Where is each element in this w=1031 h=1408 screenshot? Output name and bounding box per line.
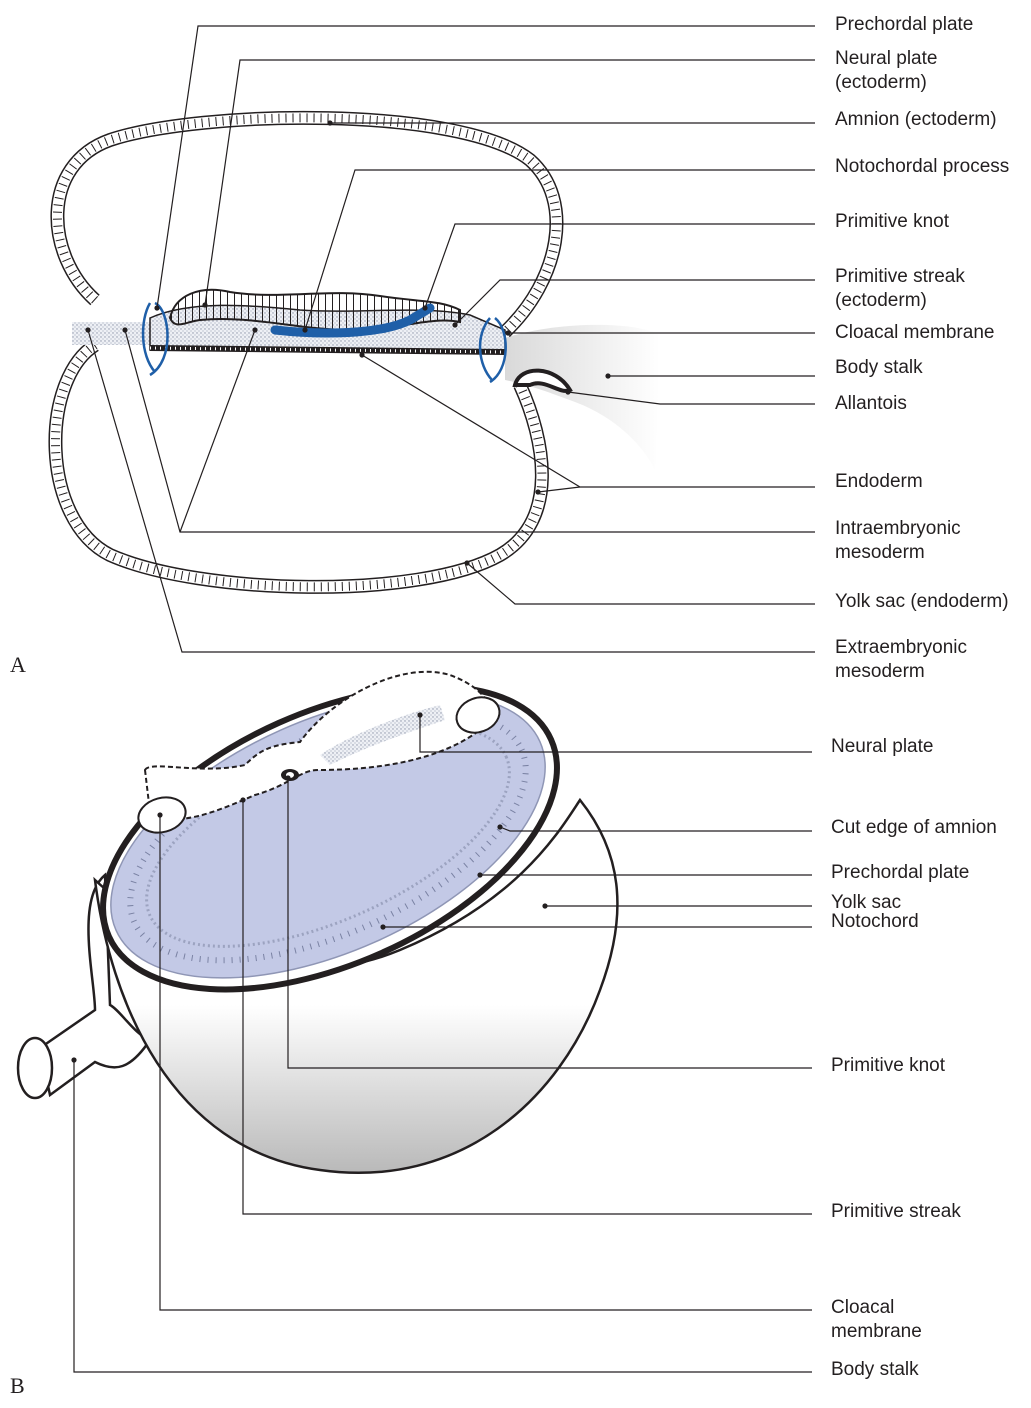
label-prechordal-plate-a: Prechordal plate — [835, 13, 973, 37]
panel-a-drawing — [55, 118, 660, 587]
label-extraembryonic-mesoderm: Extraembryonic mesoderm — [835, 636, 967, 684]
panel-b-drawing — [18, 624, 617, 1172]
label-cloacal-membrane-a: Cloacal membrane — [835, 321, 994, 345]
extraembryonic-mesoderm-a — [72, 322, 150, 345]
label-cut-edge-amnion: Cut edge of amnion — [831, 816, 997, 840]
panel-letter-b: B — [10, 1373, 25, 1399]
endoderm-a — [150, 348, 505, 352]
label-primitive-streak-b: Primitive streak — [831, 1200, 961, 1224]
body-stalk-end — [18, 1038, 52, 1098]
label-neural-plate-b: Neural plate — [831, 735, 933, 759]
label-prechordal-plate-b: Prechordal plate — [831, 861, 969, 885]
label-body-stalk-b: Body stalk — [831, 1358, 919, 1382]
label-notochordal-process: Notochordal process — [835, 155, 1009, 179]
yolk-sac-wall — [55, 345, 541, 587]
label-primitive-streak-a: Primitive streak (ectoderm) — [835, 265, 965, 313]
label-neural-plate-a: Neural plate (ectoderm) — [835, 47, 937, 95]
label-amnion-a: Amnion (ectoderm) — [835, 108, 997, 132]
label-cloacal-membrane-b: Cloacal membrane — [831, 1296, 922, 1344]
label-body-stalk-a: Body stalk — [835, 356, 923, 380]
label-allantois-a: Allantois — [835, 392, 907, 416]
label-intraembryonic-mesoderm: Intraembryonic mesoderm — [835, 517, 961, 565]
label-yolk-sac-a: Yolk sac (endoderm) — [835, 590, 1009, 614]
label-primitive-knot-a: Primitive knot — [835, 210, 949, 234]
label-yolk-sac-b: Yolk sac — [831, 891, 901, 915]
label-endoderm-a: Endoderm — [835, 470, 923, 494]
label-primitive-knot-b: Primitive knot — [831, 1054, 945, 1078]
panel-letter-a: A — [10, 652, 26, 678]
